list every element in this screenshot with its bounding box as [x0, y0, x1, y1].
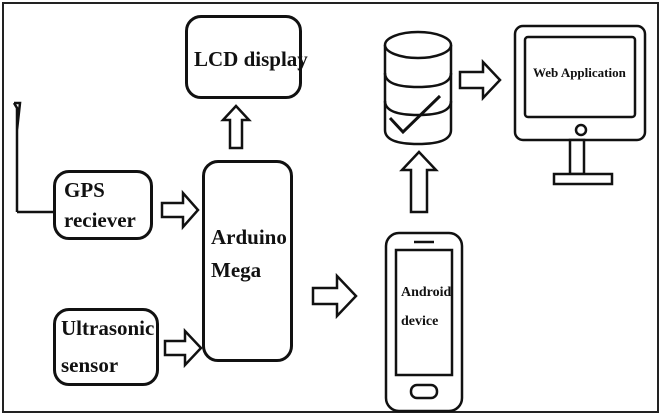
antenna-icon [12, 101, 55, 214]
arrow-database-to-webapp [458, 58, 502, 102]
gps-receiver-label-line2: reciever [64, 208, 136, 232]
ultrasonic-sensor-node: Ultrasonic sensor [53, 308, 159, 386]
arduino-mega-label-line1: Arduino [211, 225, 287, 249]
arrow-arduino-to-lcd [220, 104, 252, 150]
arrow-android-to-database [399, 150, 439, 214]
arduino-mega-node: Arduino Mega [202, 160, 293, 362]
smartphone-icon [384, 231, 464, 413]
android-device-label-line1: Android [401, 285, 452, 300]
diagram-frame [2, 2, 659, 413]
arrow-ultrasonic-to-arduino [163, 327, 203, 369]
lcd-display-node: LCD display [185, 15, 308, 99]
ultrasonic-sensor-label-line2: sensor [61, 353, 119, 377]
android-device-label-line2: device [401, 314, 439, 329]
gps-receiver-node: GPS reciever [53, 170, 153, 240]
arrow-gps-to-arduino [160, 189, 200, 231]
monitor-icon [513, 24, 647, 186]
web-application-label: Web Application [533, 65, 626, 80]
arrow-arduino-to-android [311, 272, 358, 320]
arduino-mega-label-line2: Mega [211, 258, 262, 282]
lcd-display-label: LCD display [194, 47, 308, 71]
ultrasonic-sensor-label-line1: Ultrasonic [61, 316, 155, 340]
gps-receiver-label-line1: GPS [64, 178, 105, 202]
database-icon [383, 30, 453, 146]
